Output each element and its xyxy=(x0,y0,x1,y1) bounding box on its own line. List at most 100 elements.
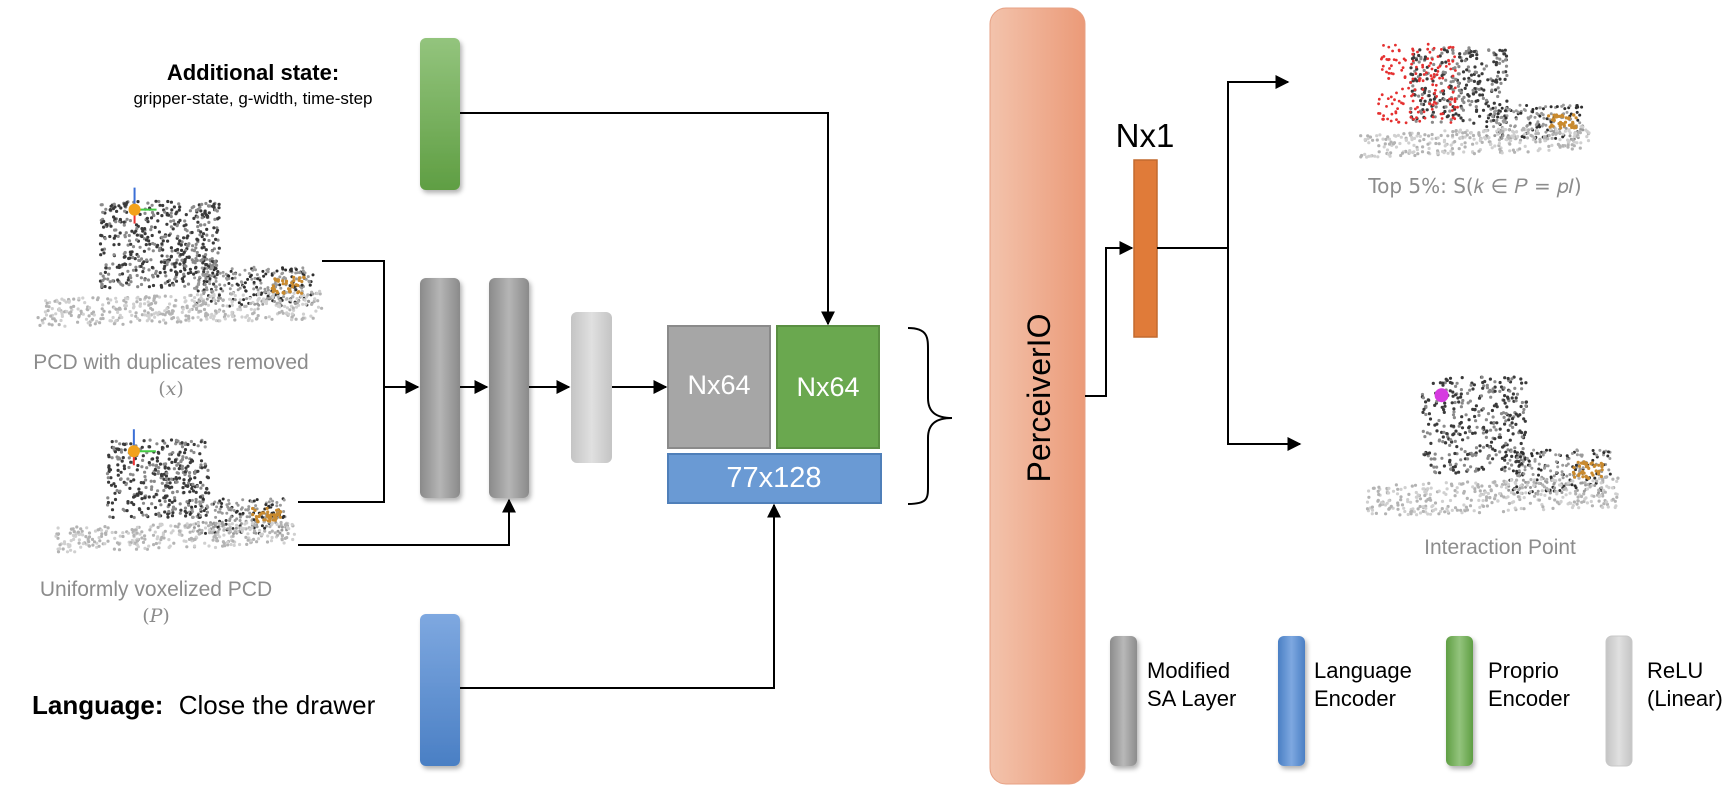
point-cloud-dot xyxy=(252,293,256,297)
point-cloud-dot xyxy=(1477,149,1481,153)
point-cloud-dot xyxy=(1466,65,1470,69)
point-cloud-dot xyxy=(1549,475,1553,479)
point-cloud-dot xyxy=(1489,488,1493,492)
point-cloud-dot xyxy=(157,466,161,470)
point-cloud-dot xyxy=(212,528,216,532)
point-cloud-dot xyxy=(1522,496,1526,500)
point-cloud-dot xyxy=(202,238,206,242)
point-cloud-dot xyxy=(109,224,113,228)
point-cloud-dot xyxy=(169,214,173,219)
point-cloud-dot xyxy=(1576,449,1579,453)
point-cloud-dot xyxy=(1532,494,1537,498)
point-cloud-dot xyxy=(217,206,221,210)
point-cloud-dot xyxy=(1603,475,1607,479)
point-cloud-dot xyxy=(196,283,200,287)
point-cloud-dot xyxy=(158,462,163,466)
point-cloud-dot xyxy=(1459,116,1463,120)
point-cloud-dot xyxy=(1570,125,1574,130)
point-cloud-dot xyxy=(225,540,230,544)
point-cloud-dot xyxy=(1520,400,1524,405)
point-cloud-dot xyxy=(205,227,209,231)
point-cloud-dot xyxy=(168,283,172,287)
point-cloud-dot xyxy=(197,532,201,536)
point-cloud-dot xyxy=(1561,463,1565,467)
point-cloud-dot xyxy=(1501,59,1505,63)
point-cloud-dot xyxy=(128,262,132,266)
point-cloud-dot xyxy=(1566,143,1570,147)
point-cloud-dot xyxy=(1496,115,1500,119)
point-cloud-dot xyxy=(1540,489,1544,493)
point-cloud-dot xyxy=(183,284,187,288)
point-cloud-dot xyxy=(1390,112,1394,116)
point-cloud-dot xyxy=(1491,106,1495,110)
point-cloud-dot xyxy=(1518,463,1522,467)
point-cloud-dot xyxy=(1443,510,1447,514)
point-cloud-dot xyxy=(1386,97,1390,100)
point-cloud-dot xyxy=(1576,460,1580,464)
point-cloud-dot xyxy=(221,497,225,501)
point-cloud-dot xyxy=(1496,74,1500,78)
point-cloud-dot xyxy=(1457,130,1461,134)
point-cloud-dot xyxy=(203,465,207,469)
point-cloud-dot xyxy=(1499,116,1503,120)
point-cloud-dot xyxy=(279,286,283,290)
point-cloud-dot xyxy=(128,543,132,547)
point-cloud-dot xyxy=(1599,481,1603,485)
point-cloud-dot xyxy=(1462,463,1466,467)
point-cloud-dot xyxy=(1515,485,1519,489)
point-cloud-dot xyxy=(259,286,263,290)
point-cloud-dot xyxy=(132,478,136,482)
point-cloud-dot xyxy=(167,509,171,514)
point-cloud-dot xyxy=(213,500,217,504)
point-cloud-dot xyxy=(217,246,221,250)
point-cloud-dot xyxy=(1444,65,1448,68)
point-cloud-dot xyxy=(1573,124,1578,128)
point-cloud-dot xyxy=(1476,80,1480,84)
point-cloud-dot xyxy=(172,205,176,209)
point-cloud-dot xyxy=(193,544,197,548)
point-cloud-dot xyxy=(1418,504,1422,509)
point-cloud-dot xyxy=(44,304,49,308)
point-cloud-dot xyxy=(151,457,155,461)
point-cloud-dot xyxy=(138,297,142,302)
point-cloud-dot xyxy=(208,204,212,208)
point-cloud-dot xyxy=(76,307,80,311)
point-cloud-dot xyxy=(1447,46,1451,50)
point-cloud-dot xyxy=(1387,491,1391,495)
point-cloud-dot xyxy=(151,463,155,467)
point-cloud-dot xyxy=(190,298,194,302)
point-cloud-dot xyxy=(1532,448,1536,452)
point-cloud-dot xyxy=(95,545,99,549)
point-cloud-dot xyxy=(273,531,277,535)
point-cloud-dot xyxy=(161,239,165,243)
point-cloud-dot xyxy=(1436,70,1440,73)
point-cloud-dot xyxy=(1530,454,1534,458)
point-cloud-dot xyxy=(1488,461,1492,465)
point-cloud-dot xyxy=(1487,140,1491,144)
point-cloud-dot xyxy=(93,529,98,533)
point-cloud-dot xyxy=(1411,77,1415,81)
point-cloud-dot xyxy=(1506,376,1510,381)
point-cloud-dot xyxy=(183,451,187,455)
point-cloud-dot xyxy=(267,500,271,504)
point-cloud-dot xyxy=(1440,430,1444,434)
point-cloud-dot xyxy=(263,529,267,533)
point-cloud-dot xyxy=(194,500,198,504)
point-cloud-dot xyxy=(1468,136,1472,140)
point-cloud-dot xyxy=(1503,48,1507,52)
point-cloud-dot xyxy=(1429,463,1433,467)
point-cloud-dot xyxy=(56,550,61,554)
point-cloud-dot xyxy=(1460,59,1464,63)
point-cloud-dot xyxy=(149,258,153,262)
point-cloud-dot xyxy=(112,446,116,450)
point-cloud-dot xyxy=(301,269,305,273)
point-cloud-dot xyxy=(212,202,216,207)
point-cloud-dot xyxy=(81,312,85,316)
point-cloud-dot xyxy=(194,490,198,494)
point-cloud-dot xyxy=(1534,132,1538,136)
point-cloud-dot xyxy=(140,497,144,501)
point-cloud-dot xyxy=(275,291,280,295)
point-cloud-dot xyxy=(1504,54,1509,58)
point-cloud-dot xyxy=(126,243,130,247)
point-cloud-dot xyxy=(1445,50,1449,54)
